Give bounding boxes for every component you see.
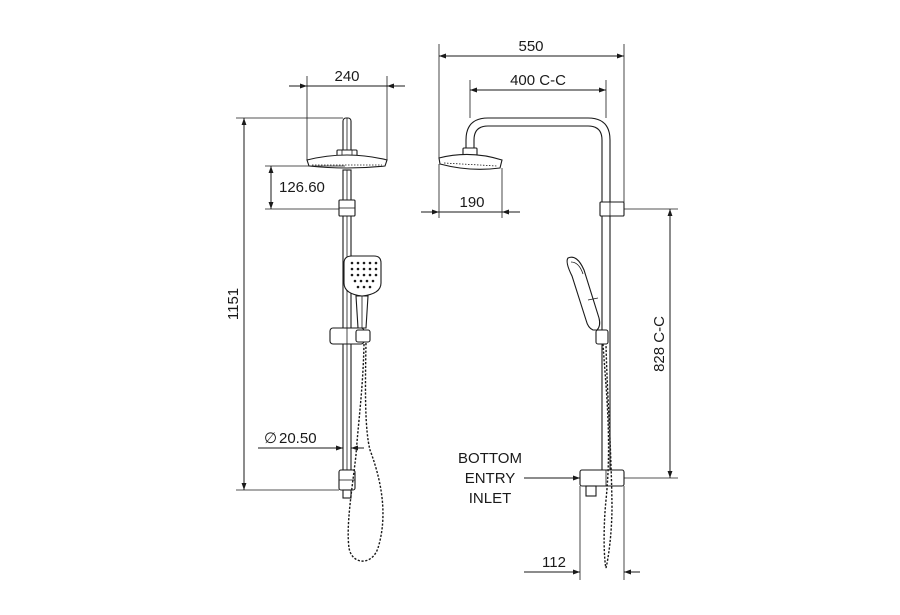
dim-overall-width-label: 550	[518, 38, 543, 55]
side-shower-head	[438, 147, 503, 170]
side-top-bracket	[599, 201, 625, 217]
side-hand-shower	[566, 256, 609, 345]
dim-overall-width: 550	[438, 38, 625, 202]
dim-head-depth: 190	[421, 164, 520, 218]
dim-wall-offset: 112	[524, 486, 640, 580]
front-hose	[347, 341, 384, 562]
front-bottom-elbow	[338, 469, 356, 499]
front-slide-holder	[329, 327, 371, 345]
dim-head-width-label: 240	[334, 68, 359, 85]
front-hand-shower	[343, 255, 382, 329]
dim-total-height: 1151	[225, 117, 343, 491]
dim-arm-cc-label: 400 C-C	[510, 72, 566, 89]
front-top-bracket	[338, 199, 356, 217]
inlet-label-line3: INLET	[469, 490, 512, 507]
dim-head-drop-label: 126.60	[279, 179, 325, 196]
dim-head-depth-label: 190	[459, 194, 484, 211]
dim-arm-cc: 400 C-C	[469, 72, 607, 118]
dim-rail-cc-label: 828 C-C	[651, 316, 668, 372]
front-view: 240 126.60 1151 ∅ 20.50	[225, 68, 405, 562]
diameter-symbol: ∅	[264, 430, 277, 447]
front-shower-head	[306, 149, 388, 169]
front-arm-stub	[342, 117, 352, 155]
side-bottom-inlet	[579, 469, 625, 497]
dim-rail-diameter: ∅ 20.50	[258, 430, 364, 451]
side-view: 550 400 C-C 190 828 C-C	[421, 38, 678, 580]
dim-rail-cc: 828 C-C	[624, 208, 678, 479]
dim-head-width: 240	[289, 68, 405, 160]
dim-rail-diameter-label: 20.50	[279, 430, 317, 447]
dim-wall-offset-label: 112	[542, 554, 566, 571]
dim-head-drop: 126.60	[265, 165, 345, 210]
inlet-label-line2: ENTRY	[465, 470, 516, 487]
side-hose	[602, 343, 613, 569]
dim-total-height-label: 1151	[225, 288, 242, 320]
inlet-label-line1: BOTTOM	[458, 450, 522, 467]
inlet-callout: BOTTOM ENTRY INLET	[458, 450, 580, 507]
